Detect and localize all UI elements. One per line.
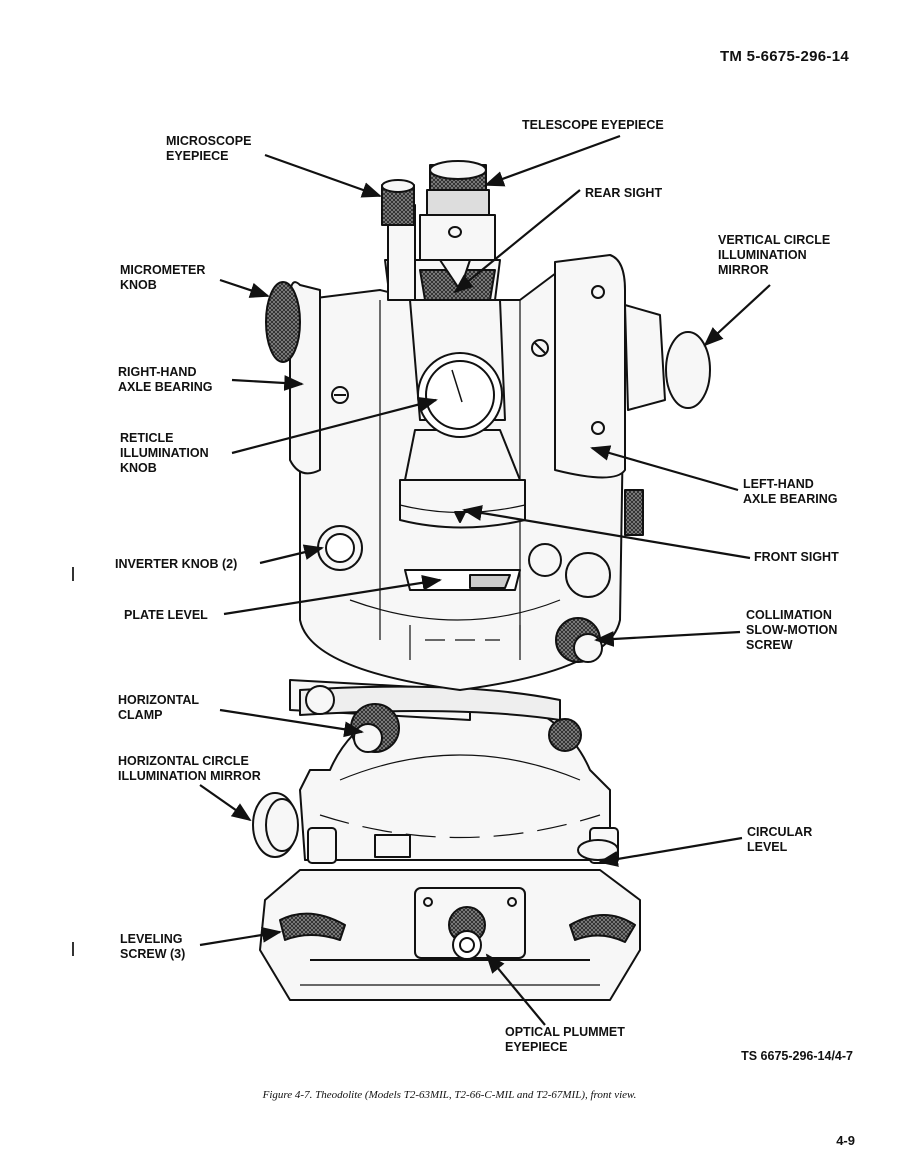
label-horizontal-clamp: HORIZONTAL CLAMP xyxy=(118,693,200,722)
label-inverter-knob: INVERTER KNOB (2) xyxy=(115,557,238,571)
label-left-hand-axle-bearing: LEFT-HAND AXLE BEARING xyxy=(743,477,838,506)
label-plate-level: PLATE LEVEL xyxy=(124,608,208,622)
leveling-screws xyxy=(279,912,636,943)
label-micrometer-knob: MICROMETER KNOB xyxy=(120,263,206,292)
optical-plummet-housing xyxy=(414,887,526,960)
label-telescope-eyepiece: TELESCOPE EYEPIECE xyxy=(522,118,664,132)
label-vertical-circle-mirror: VERTICAL CIRCLE ILLUMINATION MIRROR xyxy=(718,233,831,277)
leader-lines xyxy=(199,134,771,1026)
left-hand-bearing xyxy=(531,254,644,536)
change-bar xyxy=(72,567,74,581)
label-right-hand-axle-bearing: RIGHT-HAND AXLE BEARING xyxy=(118,365,213,394)
label-front-sight: FRONT SIGHT xyxy=(754,550,839,564)
label-leveling-screw: LEVELING SCREW (3) xyxy=(120,932,186,961)
vertical-circle-mirror xyxy=(624,304,711,411)
horizontal-circle-mirror xyxy=(252,792,299,858)
label-circular-level: CIRCULAR LEVEL xyxy=(747,825,813,854)
plate-level-shape xyxy=(404,569,521,591)
label-rear-sight: REAR SIGHT xyxy=(585,186,663,200)
figure-caption: Figure 4-7. Theodolite (Models T2-63MIL,… xyxy=(262,1089,637,1101)
micrometer-knob-shape xyxy=(265,281,301,363)
document-number: TM 5-6675-296-14 xyxy=(719,48,849,65)
page-number: 4-9 xyxy=(836,1133,855,1148)
inverter-knobs xyxy=(317,525,611,598)
reticle-knob-shape xyxy=(417,352,503,438)
label-microscope-eyepiece: MICROSCOPE EYEPIECE xyxy=(166,134,252,163)
label-collimation-screw: COLLIMATION SLOW-MOTION SCREW xyxy=(746,608,838,652)
label-optical-plummet: OPTICAL PLUMMET EYEPIECE xyxy=(505,1025,625,1054)
label-reticle-illumination-knob: RETICLE ILLUMINATION KNOB xyxy=(120,431,209,475)
clamp-ring xyxy=(289,679,582,753)
label-horizontal-circle-mirror: HORIZONTAL CIRCLE ILLUMINATION MIRROR xyxy=(118,754,261,783)
microscope-eyepiece-shape xyxy=(381,179,416,301)
figure-code: TS 6675-296-14/4-7 xyxy=(741,1049,853,1063)
change-bar xyxy=(72,942,74,956)
